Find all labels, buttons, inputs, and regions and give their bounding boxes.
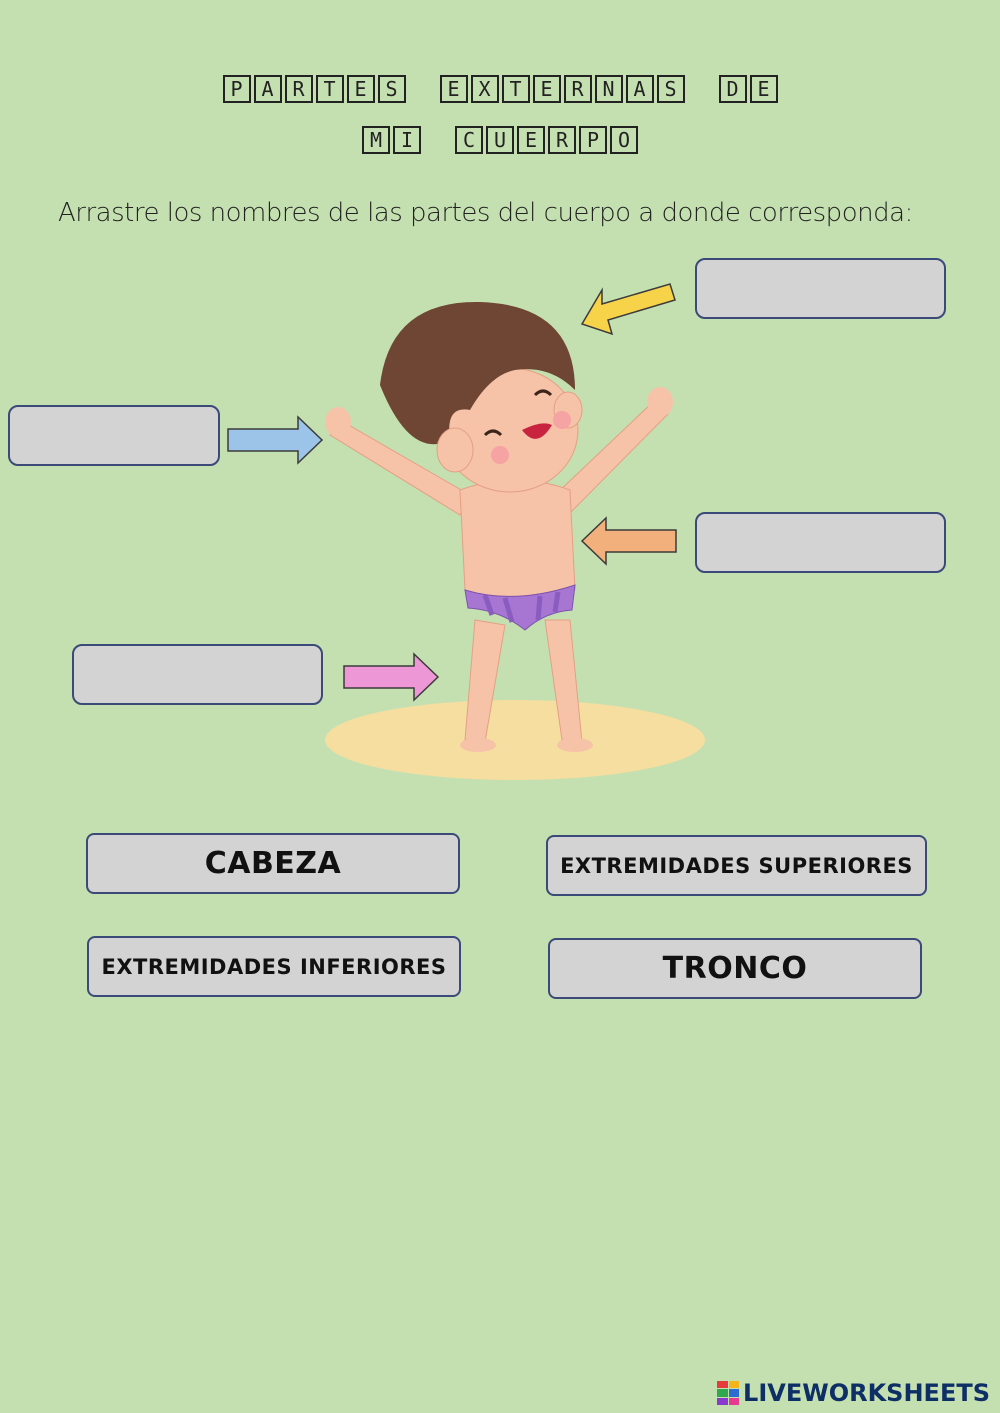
instructions-text: Arrastre los nombres de las partes del c… xyxy=(58,198,913,228)
title-letter-box: C xyxy=(455,126,483,154)
child-body-illustration xyxy=(325,301,705,780)
drop-box-lower-limbs[interactable] xyxy=(72,644,323,705)
title-letter-box: T xyxy=(501,75,530,103)
label-cabeza[interactable]: CABEZA xyxy=(86,833,460,894)
title-letter-box: S xyxy=(656,75,685,103)
title-letter-box: S xyxy=(377,75,406,103)
footer-brand: LIVEWORKSHEETS xyxy=(743,1379,990,1407)
title-letter-box: I xyxy=(393,126,421,154)
liveworksheets-logo: LIVEWORKSHEETS xyxy=(717,1379,990,1407)
title-letter-box: O xyxy=(610,126,638,154)
title-letter-box: R xyxy=(284,75,313,103)
title-letter-box: R xyxy=(563,75,592,103)
title-letter-box: D xyxy=(718,75,747,103)
title-letter-box: R xyxy=(548,126,576,154)
title-letter-box: E xyxy=(749,75,778,103)
title-letter-box: X xyxy=(470,75,499,103)
label-extremidades-inferiores[interactable]: EXTREMIDADES INFERIORES xyxy=(87,936,461,997)
arrow-yellow-icon xyxy=(580,283,676,336)
drop-box-upper-limbs[interactable] xyxy=(8,405,220,466)
arrow-orange-icon xyxy=(580,516,677,566)
title-letter-box: E xyxy=(517,126,545,154)
title-letter-box: E xyxy=(346,75,375,103)
drop-box-trunk[interactable] xyxy=(695,512,946,573)
title-letter-box: E xyxy=(439,75,468,103)
drop-box-head[interactable] xyxy=(695,258,946,319)
label-tronco[interactable]: TRONCO xyxy=(548,938,922,999)
title-letter-box: N xyxy=(594,75,623,103)
label-extremidades-superiores[interactable]: EXTREMIDADES SUPERIORES xyxy=(546,835,927,896)
title-letter-box: A xyxy=(253,75,282,103)
title-letter-box: A xyxy=(625,75,654,103)
title-letter-box: T xyxy=(315,75,344,103)
title-letter-box: U xyxy=(486,126,514,154)
arrow-pink-icon xyxy=(343,652,440,702)
title-letter-box: P xyxy=(222,75,251,103)
title-letter-box: M xyxy=(362,126,390,154)
liveworksheets-logo-icon xyxy=(717,1381,740,1405)
arrow-blue-icon xyxy=(227,415,324,465)
title-letter-box: P xyxy=(579,126,607,154)
title-letter-box: E xyxy=(532,75,561,103)
